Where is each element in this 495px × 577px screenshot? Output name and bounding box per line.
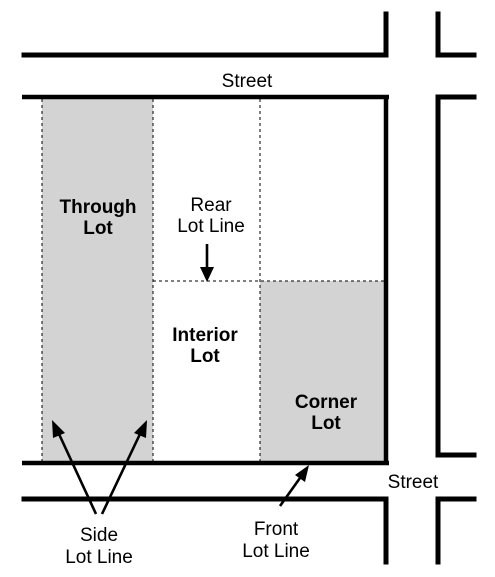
front-lot-line-label-line1: Front (254, 519, 299, 540)
corner-lot-label-line2: Lot (311, 413, 341, 434)
street-edge-bottom-right (435, 496, 477, 565)
street-edge-top-right (435, 11, 477, 58)
side-lot-line-arrow-left-head (52, 420, 65, 438)
street-bottom-label: Street (388, 472, 439, 493)
side-lot-line-label-line1: Side (80, 525, 118, 546)
street-edge-top-left (21, 11, 389, 58)
front-lot-line-arrow-head (295, 465, 309, 482)
through-lot-label-line1: Through (59, 197, 136, 218)
front-lot-line-arrow-shaft (278, 477, 302, 507)
front-lot-line-label-line2: Lot Line (242, 541, 310, 562)
through-lot-area (42, 97, 153, 463)
side-lot-line-arrow-right-head (134, 420, 147, 438)
street-edge-right-block (435, 94, 477, 458)
interior-lot-label-line1: Interior (172, 325, 238, 346)
rear-lot-line-label-line1: Rear (190, 195, 232, 216)
corner-lot-area (260, 281, 386, 463)
street-edge-bottom-left (21, 496, 389, 565)
interior-lot-label-line2: Lot (190, 346, 220, 367)
side-lot-line-arrow-right-shaft (100, 433, 142, 515)
side-lot-line-label-line2: Lot Line (65, 547, 133, 568)
street-top-label: Street (222, 71, 273, 92)
rear-lot-line-label-line2: Lot Line (177, 216, 245, 237)
rear-lot-line-arrow-head (200, 267, 214, 282)
side-lot-line-arrow-left-shaft (57, 433, 98, 515)
through-lot-label-line2: Lot (83, 218, 113, 239)
corner-lot-label-line1: Corner (295, 392, 358, 413)
